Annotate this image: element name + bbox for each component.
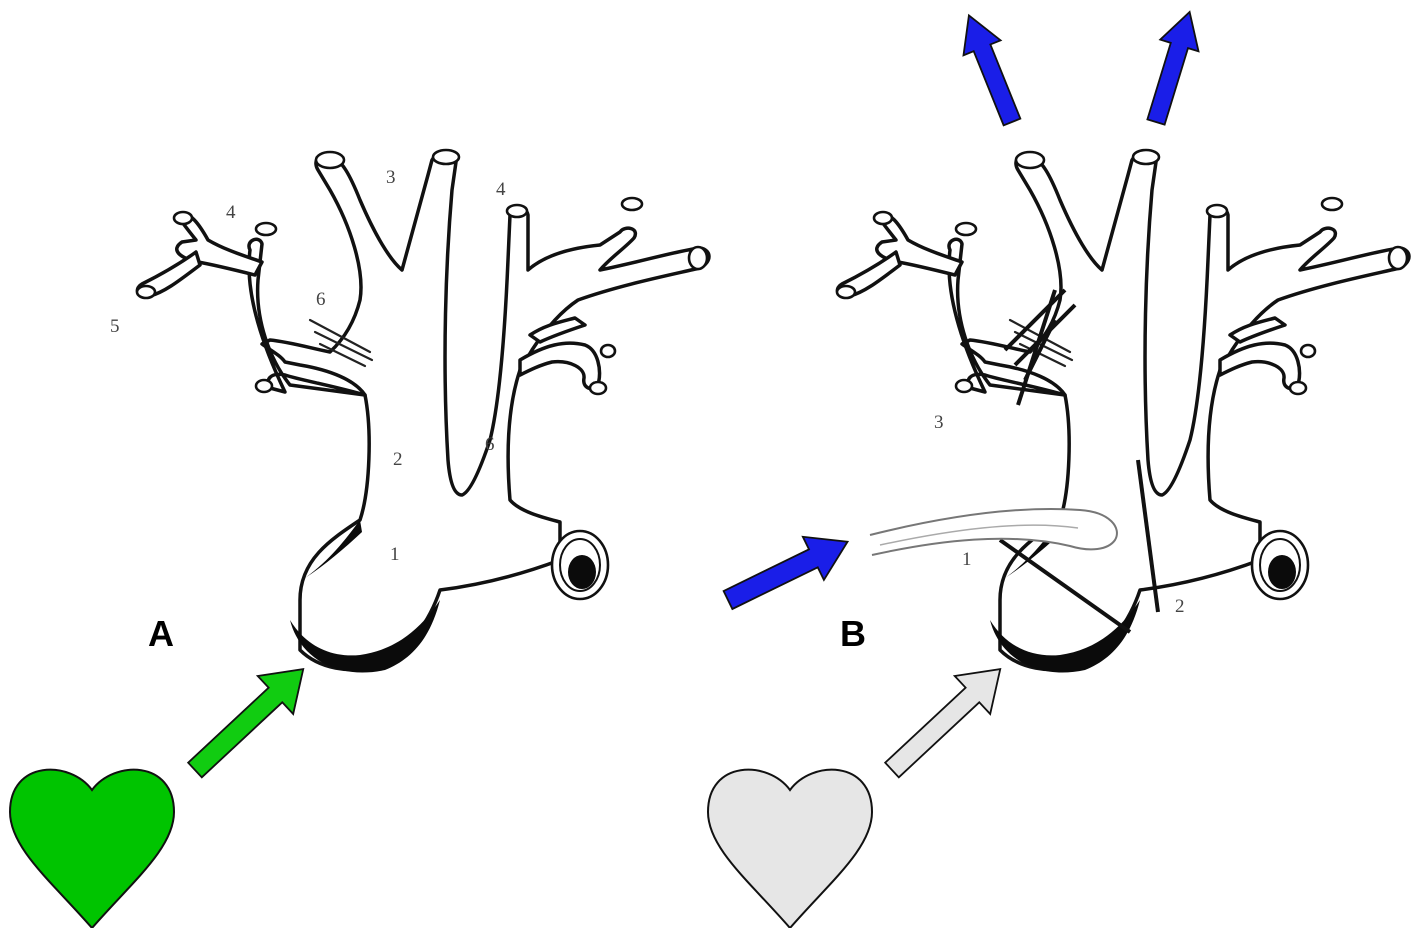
panel-a-number-6-left: 6 (316, 289, 326, 310)
panel-a-number-3: 3 (386, 167, 396, 188)
heart-icon (708, 770, 872, 928)
graft-inflow-arrow (717, 520, 858, 621)
heart-icon (10, 770, 174, 928)
panel-b-label: B (840, 613, 866, 654)
panel-a-label: A (148, 613, 174, 654)
panel-a-number-4-right: 4 (496, 179, 506, 200)
arrow-up-right-icon (177, 650, 321, 789)
panel-b-vessels (837, 150, 1409, 673)
panel-a-number-2: 2 (393, 449, 403, 470)
panel-a-vessels (137, 150, 709, 673)
outflow-arrow-left (950, 8, 1030, 130)
arrow-right-icon (717, 520, 858, 621)
outflow-arrow-right (1137, 6, 1209, 128)
panel-b-number-3: 3 (934, 412, 944, 433)
panel-b-inflow-arrow (874, 650, 1018, 789)
panel-a-number-5: 5 (110, 316, 120, 337)
panel-b-graft (870, 509, 1117, 555)
panel-a-inflow-arrow (177, 650, 321, 789)
panel-a-number-4-left: 4 (226, 202, 236, 223)
panel-b-heart (708, 770, 872, 928)
panel-a-heart (10, 770, 174, 928)
panel-a-number-6-right: 6 (485, 434, 495, 455)
panel-a-number-1: 1 (390, 544, 400, 565)
arrow-up-icon (950, 8, 1030, 130)
arrow-up-icon (1137, 6, 1209, 128)
panel-b-number-1: 1 (962, 549, 972, 570)
arrow-up-right-icon (874, 650, 1018, 789)
panel-b-number-2: 2 (1175, 596, 1185, 617)
